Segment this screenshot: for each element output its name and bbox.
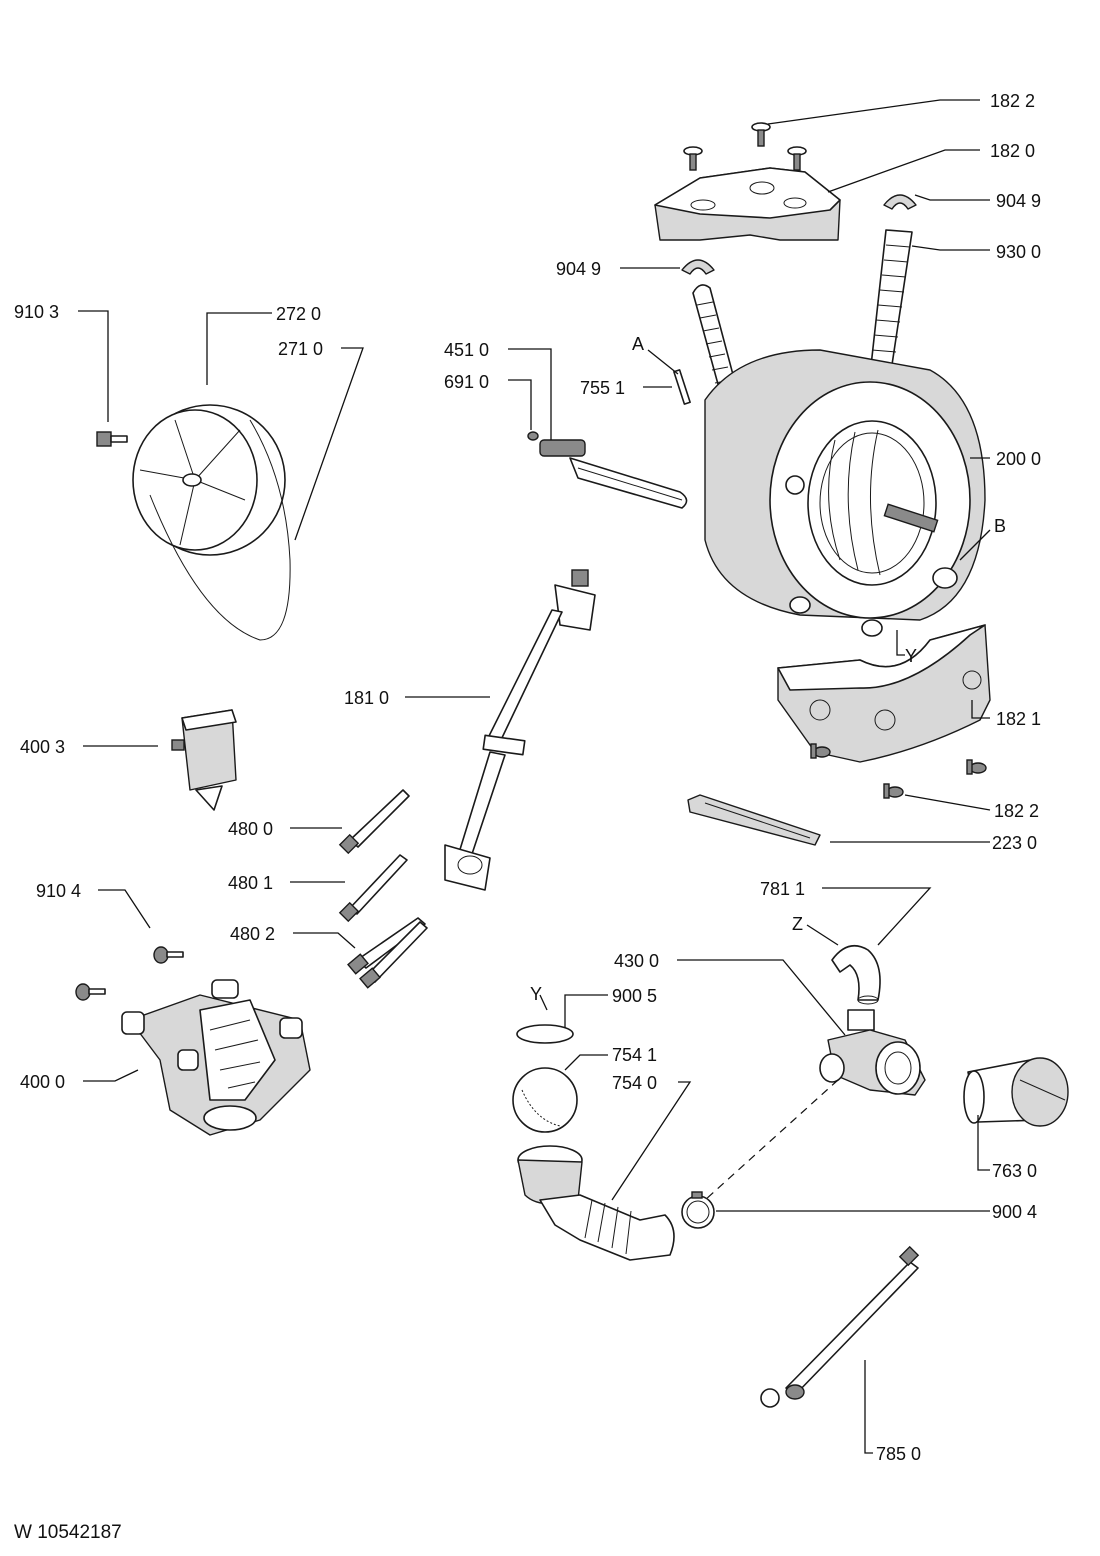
- sump-hose-part: [517, 1145, 675, 1261]
- label-400-3: 400 3: [20, 737, 65, 757]
- assembly-dashed-line: [704, 1079, 839, 1201]
- label-785-0: 785 0: [876, 1444, 921, 1464]
- heater-part: [527, 431, 688, 509]
- label-400-0: 400 0: [20, 1072, 65, 1092]
- label-763-0: 763 0: [992, 1161, 1037, 1181]
- bolt-part: [338, 789, 428, 989]
- label-182-2-top: 182 2: [990, 91, 1035, 111]
- label-900-4: 900 4: [992, 1202, 1037, 1222]
- pump-filter-part: [963, 1057, 1069, 1127]
- label-A: A: [632, 334, 644, 354]
- label-480-0: 480 0: [228, 819, 273, 839]
- label-181-0: 181 0: [344, 688, 389, 708]
- label-755-1: 755 1: [580, 378, 625, 398]
- label-930-0: 930 0: [996, 242, 1041, 262]
- capacitor-module-part: [171, 709, 237, 811]
- elbow-hose-part: [831, 944, 881, 1005]
- label-223-0: 223 0: [992, 833, 1037, 853]
- label-451-0: 451 0: [444, 340, 489, 360]
- label-182-2-bottom: 182 2: [994, 801, 1039, 821]
- label-900-5: 900 5: [612, 986, 657, 1006]
- wash-tub-part: [704, 349, 986, 637]
- label-910-3: 910 3: [14, 302, 59, 322]
- drain-hose-part: [760, 1245, 920, 1408]
- label-B: B: [994, 516, 1006, 536]
- pulley-part: [132, 404, 291, 641]
- label-904-9-right: 904 9: [996, 191, 1041, 211]
- document-id: W 10542187: [14, 1522, 122, 1543]
- label-480-1: 480 1: [228, 873, 273, 893]
- shock-absorber-part: [444, 569, 596, 891]
- sealing-ring-part: [516, 1024, 574, 1044]
- screw-part-top: [683, 122, 807, 171]
- label-Y-ring: Y: [530, 984, 542, 1004]
- rib-strip-part: [687, 794, 821, 846]
- label-910-4: 910 4: [36, 881, 81, 901]
- label-691-0: 691 0: [444, 372, 489, 392]
- bottom-counterweight-part: [777, 624, 991, 799]
- label-781-1: 781 1: [760, 879, 805, 899]
- pin-part: [673, 369, 691, 405]
- top-counterweight-part: [654, 167, 841, 241]
- label-754-1: 754 1: [612, 1045, 657, 1065]
- screw-part-pulley: [96, 431, 128, 447]
- label-480-2: 480 2: [230, 924, 275, 944]
- label-Z: Z: [792, 914, 803, 934]
- ball-part: [512, 1067, 578, 1133]
- motor-part: [121, 979, 311, 1136]
- label-904-9-left: 904 9: [556, 259, 601, 279]
- label-272-0: 272 0: [276, 304, 321, 324]
- clamp-part: [681, 194, 917, 275]
- label-Y-tub: Y: [905, 646, 917, 666]
- label-200-0: 200 0: [996, 449, 1041, 469]
- leader-lines: [78, 99, 991, 1454]
- drain-pump-part: [819, 1009, 926, 1096]
- label-430-0: 430 0: [614, 951, 659, 971]
- hose-clamp-part: [681, 1191, 715, 1229]
- label-754-0: 754 0: [612, 1073, 657, 1093]
- label-271-0: 271 0: [278, 339, 323, 359]
- label-182-0: 182 0: [990, 141, 1035, 161]
- screw-part-motor: [75, 946, 184, 1001]
- label-182-1: 182 1: [996, 709, 1041, 729]
